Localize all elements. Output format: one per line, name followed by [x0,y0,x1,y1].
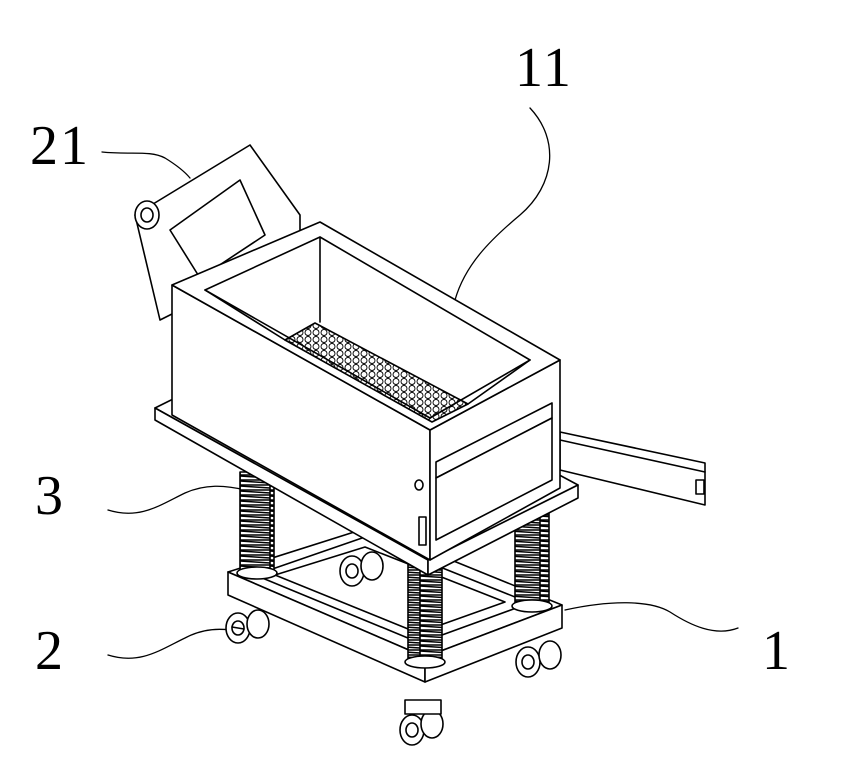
leader-line-21 [102,152,190,178]
base-frame [228,527,562,682]
label-spring: 3 [35,465,65,527]
wheel-front-middle [400,700,443,745]
wheels [226,552,561,745]
wheel-back-left [226,610,269,643]
spring-back-left [237,472,277,579]
leader-line-2 [108,629,230,658]
leader-line-11 [455,108,550,300]
label-base: 1 [762,620,792,682]
leader-line-3 [108,486,245,513]
label-wheel: 2 [35,620,65,682]
handle [135,145,300,320]
wheel-front-right [516,641,561,677]
wheel-back-middle [340,552,383,586]
label-handle: 21 [30,115,90,177]
leader-line-1 [565,603,738,631]
hopper-box [172,222,560,560]
label-box: 11 [515,37,573,99]
leader-lines [102,108,738,658]
door-latch [419,517,426,545]
side-tray [560,432,705,505]
spring-front [405,563,445,668]
door-knob [415,480,423,490]
